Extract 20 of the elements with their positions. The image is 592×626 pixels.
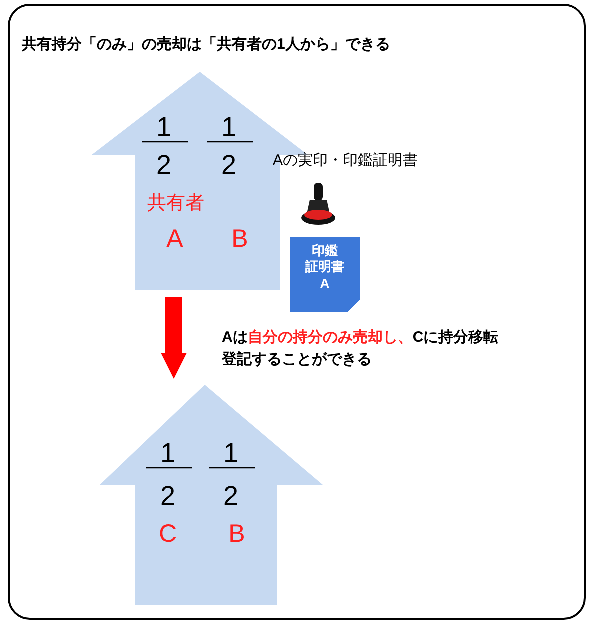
fraction-number: 1 (156, 114, 172, 141)
title: 共有持分「のみ」の売却は「共有者の1人から」できる (22, 35, 390, 55)
owner-letter: C (158, 522, 178, 547)
document-text: 印鑑 (312, 243, 338, 260)
arrow (161, 297, 187, 379)
explanation-text: Aは自分の持分のみ売却し、Cに持分移転登記することができる (222, 328, 500, 370)
fraction-number: 1 (223, 440, 239, 467)
document-text: 証明書 (306, 259, 344, 276)
annotation-label: Aの実印・印鑑証明書 (273, 151, 418, 171)
owner-letter: B (228, 522, 246, 547)
fraction-number: 2 (221, 152, 237, 179)
fraction-number: 1 (160, 440, 176, 467)
fraction-number: 2 (223, 483, 239, 510)
fraction-number: 2 (160, 483, 176, 510)
owner-letter: A (166, 227, 184, 252)
fraction-number: 1 (221, 114, 237, 141)
document-text: A (320, 276, 330, 292)
fraction-number: 2 (156, 152, 172, 179)
owner-heading: 共有者 (148, 194, 204, 213)
owner-letter: B (232, 227, 248, 252)
